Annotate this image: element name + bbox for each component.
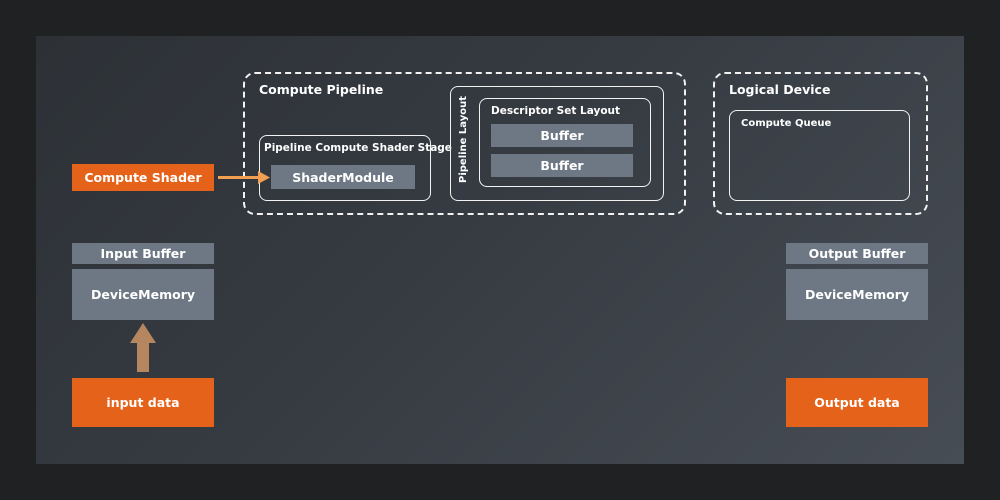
input-data-box: input data (72, 378, 214, 427)
compute-queue-box (729, 110, 910, 201)
descriptor-buffer-2: Buffer (491, 154, 633, 177)
compute-queue-label: Compute Queue (741, 118, 832, 129)
compute-pipeline-group (243, 72, 686, 215)
pipeline-layout-box (450, 86, 664, 201)
input-data-up-arrow (130, 323, 156, 372)
descriptor-buffer-1: Buffer (491, 124, 633, 147)
shader-to-module-arrow (218, 171, 270, 184)
shader-stage-box (259, 135, 431, 201)
descriptor-set-layout-title: Descriptor Set Layout (491, 105, 621, 117)
compute-shader-box: Compute Shader (72, 164, 214, 191)
output-data-box: Output data (786, 378, 928, 427)
compute-pipeline-title: Compute Pipeline (259, 82, 384, 97)
input-buffer-header: Input Buffer (72, 243, 214, 264)
logical-device-group (713, 72, 928, 215)
output-buffer-header: Output Buffer (786, 243, 928, 264)
descriptor-set-layout-box (479, 98, 651, 187)
input-device-memory: DeviceMemory (72, 269, 214, 320)
output-device-memory: DeviceMemory (786, 269, 928, 320)
shader-stage-title: Pipeline Compute Shader Stage (264, 142, 452, 154)
logical-device-title: Logical Device (729, 82, 831, 97)
shader-module-box: ShaderModule (271, 165, 415, 189)
